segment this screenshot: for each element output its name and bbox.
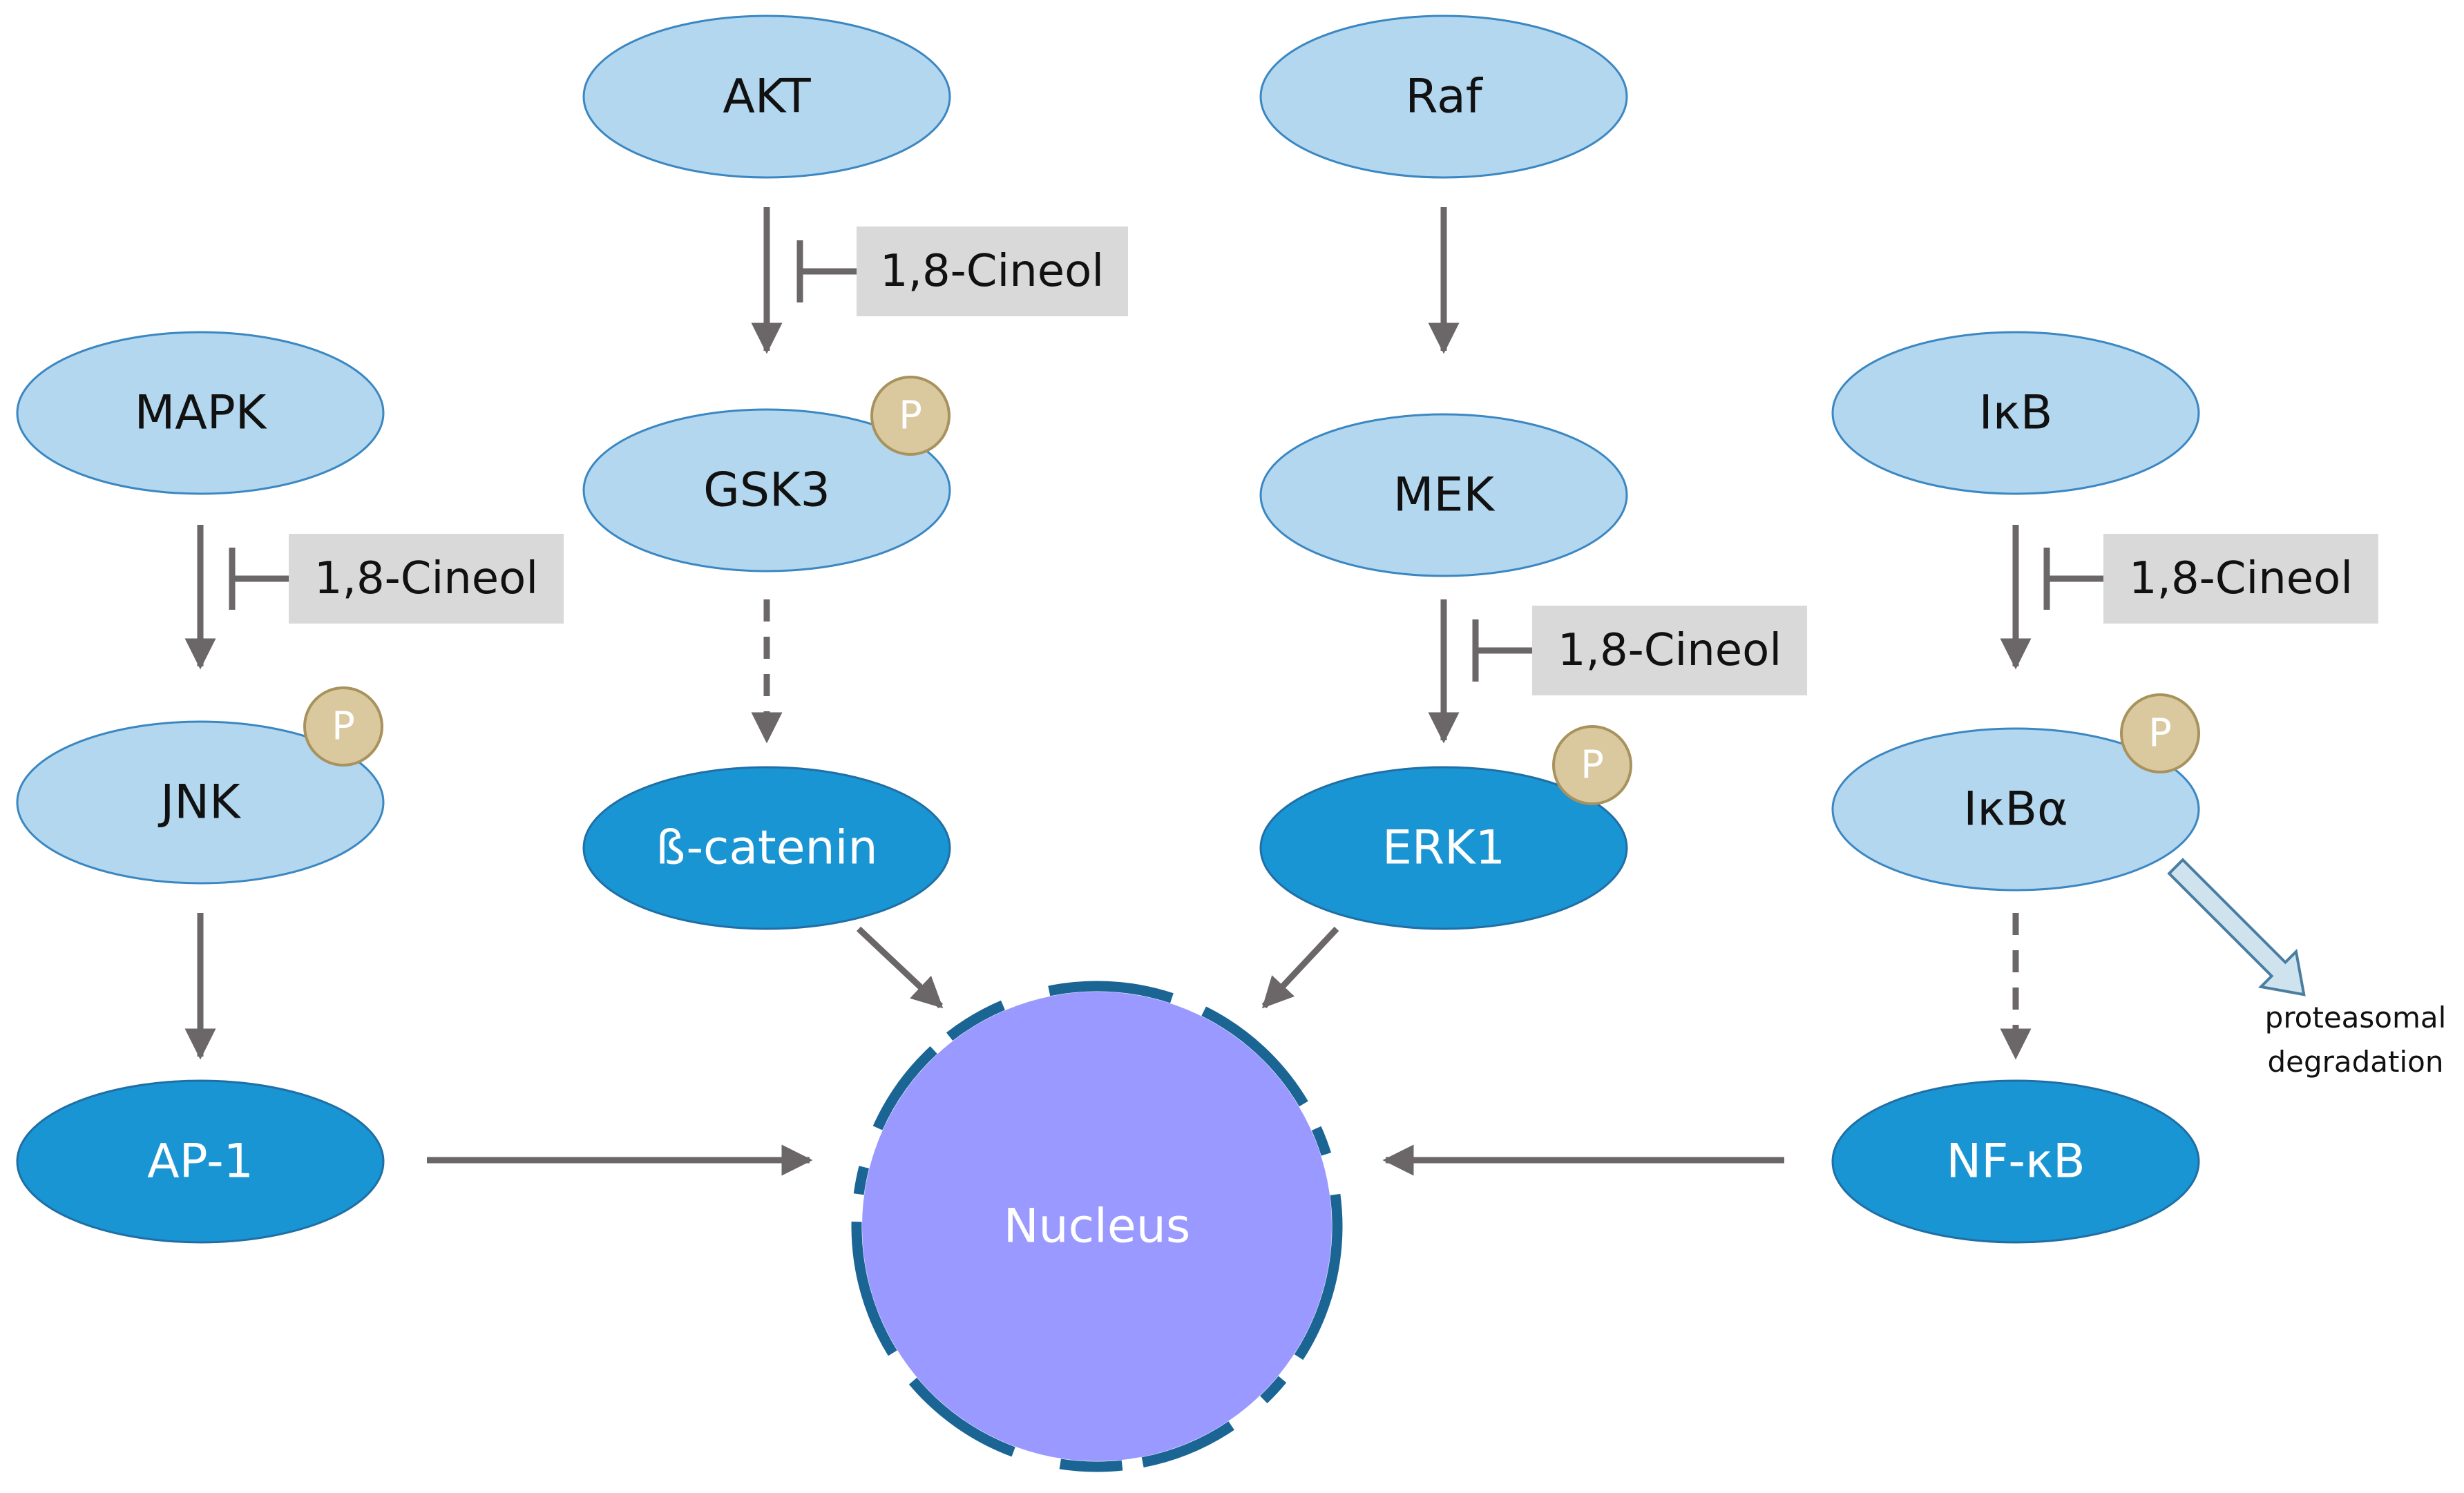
arrows [184, 207, 2032, 1176]
node-raf-label: Raf [1405, 70, 1483, 124]
node-mek-label: MEK [1393, 468, 1496, 523]
nucleus: Nucleus [851, 981, 1343, 1472]
arrow-catenin-to-nucleus [856, 926, 944, 1009]
node-nfkb: NF-κB [1831, 1079, 2200, 1244]
inhibitor-label: 1,8-Cineol [1558, 625, 1782, 676]
node-ap1-label: AP-1 [147, 1135, 254, 1189]
inhibitor-box [1532, 606, 1807, 695]
inhibitor-box [857, 227, 1128, 316]
node-raf: Raf [1259, 15, 1628, 179]
inhibitor-label: 1,8-Cineol [880, 246, 1104, 297]
inhibitor-mek-erk1: 1,8-Cineol [1472, 606, 1807, 695]
node-ikb: IκB [1831, 331, 2200, 495]
phospho-label: P [2148, 711, 2172, 756]
phospho-badge-jnk: P [303, 686, 383, 767]
node-mapk-label: MAPK [135, 386, 268, 441]
phospho-label: P [899, 394, 922, 439]
node-ikb-label: IκB [1979, 386, 2053, 441]
node-gsk3: GSK3 [582, 408, 951, 572]
node-mapk: MAPK [16, 331, 385, 495]
phospho-label: P [332, 704, 355, 749]
phospho-badge-erk1: P [1552, 725, 1632, 805]
node-ikba-label: IκBα [1963, 782, 2068, 837]
node-gsk3-label: GSK3 [703, 463, 830, 518]
inhibitor-box [289, 534, 564, 624]
node-catenin-label: ß-catenin [656, 821, 877, 876]
inhibitor-akt-gsk3: 1,8-Cineol [796, 227, 1128, 316]
node-akt: AKT [582, 15, 951, 179]
node-ikba: IκBα [1831, 727, 2200, 892]
degradation-note-line1: proteasomal [2265, 1001, 2447, 1034]
node-nfkb-label: NF-κB [1946, 1135, 2085, 1189]
nucleus-body [862, 992, 1332, 1461]
node-catenin: ß-catenin [582, 766, 951, 930]
node-jnk: JNK [16, 720, 385, 885]
phospho-badge-ikba: P [2120, 693, 2200, 773]
nucleus-label: Nucleus [1004, 1200, 1191, 1254]
nucleus-membrane [851, 981, 1343, 1472]
node-ap1: AP-1 [16, 1079, 385, 1244]
inhibitor-box [2103, 534, 2378, 624]
inhibitor-ikb-ikba: 1,8-Cineol [2043, 534, 2378, 624]
phospho-badge-gsk3: P [870, 376, 951, 456]
inhibitor-label: 1,8-Cineol [314, 553, 538, 604]
phospho-label: P [1580, 743, 1604, 788]
node-erk1: ERK1 [1259, 766, 1628, 930]
degradation-arrow [2167, 858, 2306, 996]
node-erk1-label: ERK1 [1382, 821, 1505, 876]
arrow-erk1-to-nucleus [1261, 926, 1339, 1009]
inhibitor-label: 1,8-Cineol [2129, 553, 2353, 604]
inhibitor-mapk-jnk: 1,8-Cineol [229, 534, 564, 624]
node-akt-label: AKT [723, 70, 811, 124]
degradation-note-line2: degradation [2267, 1045, 2443, 1079]
dashed-arrows [751, 599, 2032, 1060]
node-mek: MEK [1259, 413, 1628, 577]
node-jnk-label: JNK [157, 776, 242, 830]
